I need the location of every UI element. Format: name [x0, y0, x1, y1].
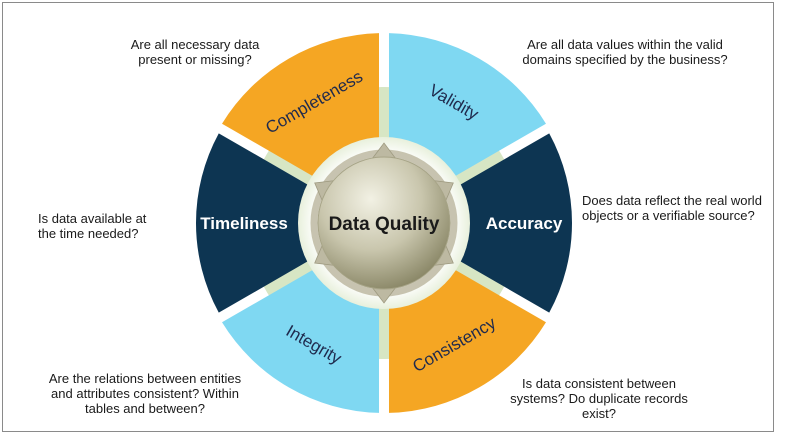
segment-accuracy [455, 133, 572, 313]
question-validity: Are all data values within the valid dom… [480, 37, 770, 67]
question-line: Are all necessary data [130, 37, 260, 52]
center-sphere [317, 156, 451, 290]
question-line: and attributes consistent? Within [51, 386, 239, 401]
question-consistency: Is data consistent between systems? Do d… [494, 376, 704, 421]
segment-timeliness [195, 133, 313, 313]
question-line: objects or a verifiable source? [582, 208, 755, 223]
question-integrity: Are the relations between entities and a… [40, 371, 250, 416]
question-line: Is data consistent between [522, 376, 676, 391]
segment-label-timeliness: Timeliness [200, 214, 288, 233]
wheel-segments [195, 33, 572, 413]
question-completeness: Are all necessary data present or missin… [100, 37, 290, 67]
segment-validity [388, 33, 546, 179]
question-line: the time needed? [38, 226, 139, 241]
question-timeliness: Is data available at the time needed? [38, 211, 146, 241]
segment-consistency [388, 267, 546, 413]
question-line: systems? Do duplicate records [510, 391, 688, 406]
segment-completeness [222, 33, 380, 179]
center-label: Data Quality [329, 214, 440, 235]
question-line: present or missing? [138, 52, 252, 67]
segment-integrity [222, 267, 380, 413]
question-line: Is data available at [38, 211, 147, 226]
question-line: Does data reflect the real world [582, 193, 762, 208]
segment-label-accuracy: Accuracy [486, 214, 563, 233]
question-line: tables and between? [85, 401, 205, 416]
question-line: domains specified by the business? [522, 52, 728, 67]
question-line: Are the relations between entities [48, 371, 242, 386]
question-accuracy: Does data reflect the real world objects… [582, 193, 762, 223]
question-line: exist? [582, 406, 616, 421]
question-line: Are all data values within the valid [527, 37, 723, 52]
